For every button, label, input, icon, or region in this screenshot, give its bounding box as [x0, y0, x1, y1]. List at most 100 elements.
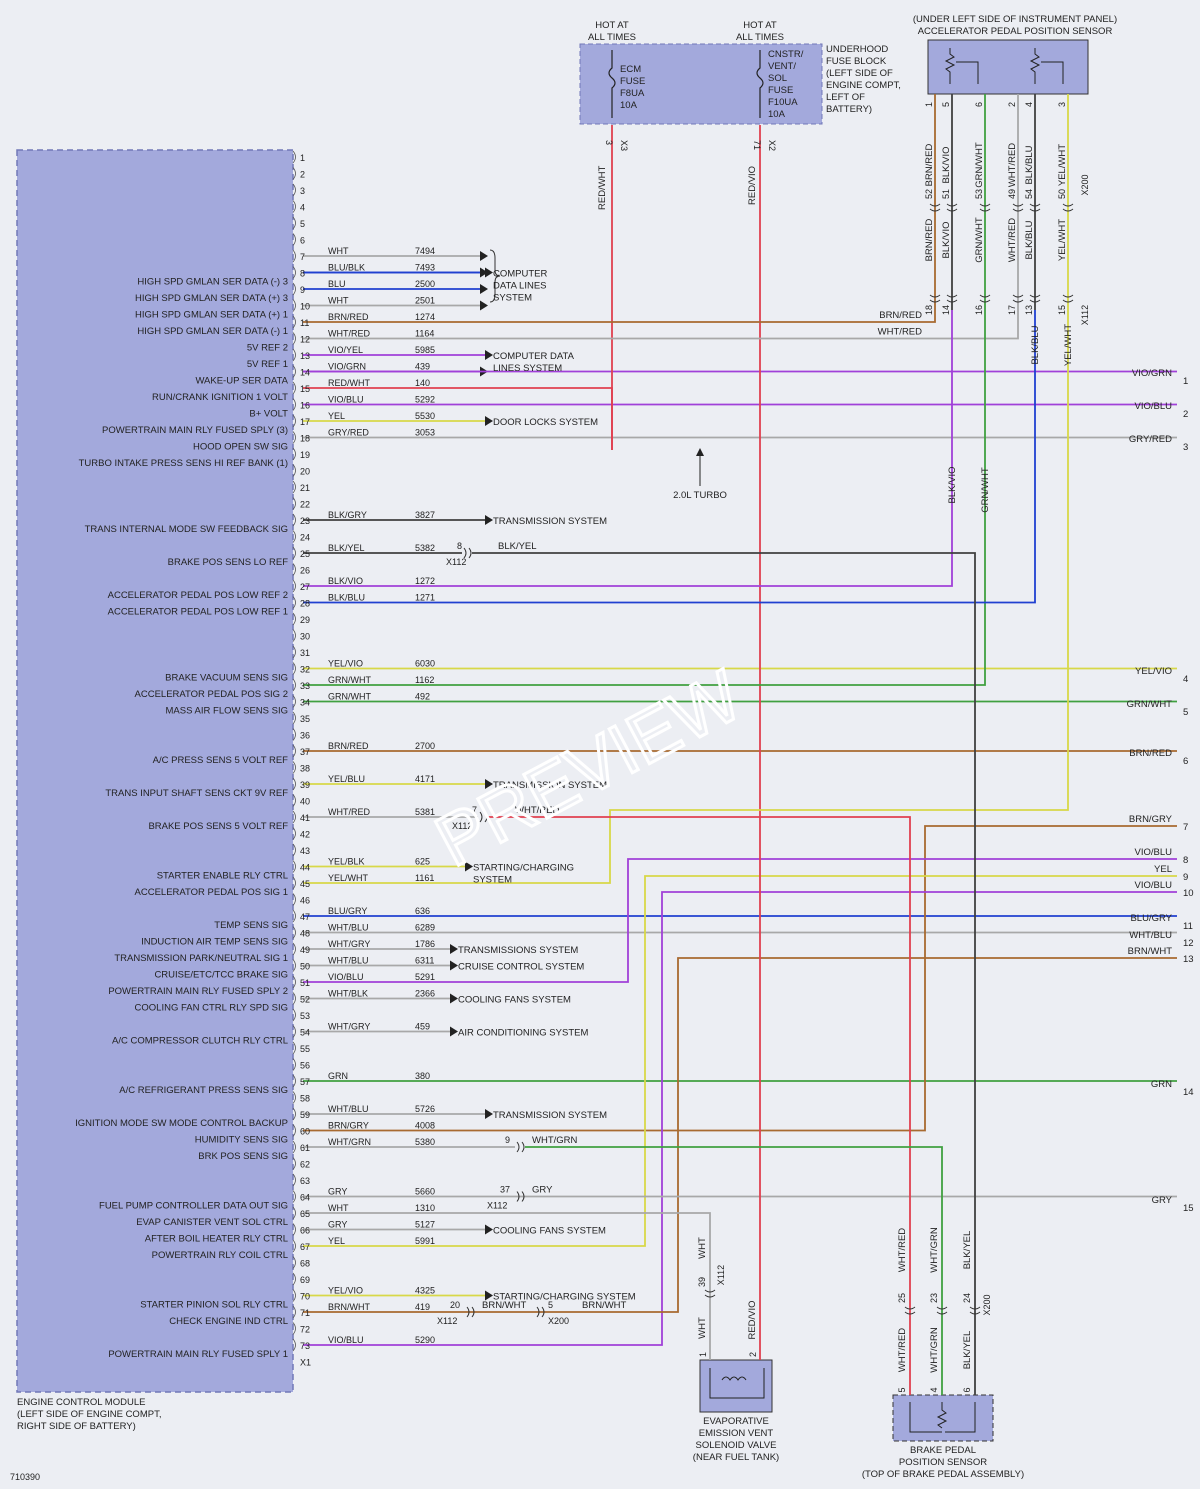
right-connector-pin: 7 [1183, 822, 1188, 833]
pin-bracket-icon [292, 711, 296, 725]
fuse-ecm-label: ECM [620, 64, 641, 75]
bpps-x200-pin: 25 [897, 1293, 907, 1303]
pin-bracket-icon [292, 959, 296, 972]
right-wire-color: VIO/BLU [1135, 401, 1173, 412]
circuit-number: 459 [415, 1022, 430, 1032]
pin-bracket-icon [292, 1124, 296, 1137]
ecm-pin-label: RUN/CRANK IGNITION 1 VOLT [152, 392, 288, 403]
ecm-pin-label: A/C COMPRESSOR CLUTCH RLY CTRL [112, 1036, 288, 1047]
fuse-block-desc: (LEFT SIDE OF [826, 68, 893, 79]
circuit-number: 5291 [415, 972, 435, 982]
circuit-number: 5985 [415, 345, 435, 355]
pin-bracket-icon [292, 530, 296, 543]
circuit-number: 1164 [415, 329, 434, 339]
fuse-cnstr-label: 10A [768, 109, 786, 120]
app-x112-pin: 13 [1024, 305, 1034, 315]
wire-color-label: BLK/YEL [328, 543, 365, 553]
fuse-ecm-label: FUSE [620, 76, 645, 87]
watermark: PREVIEW [423, 656, 754, 883]
ecm-pin-label: HIGH SPD GMLAN SER DATA (+) 1 [135, 310, 288, 321]
right-wire-color: YEL/VIO [1135, 666, 1172, 677]
ecm-pin-label: TRANS INPUT SHAFT SENS CKT 9V REF [105, 788, 288, 799]
ecm-pin-label: STARTER PINION SOL RLY CTRL [140, 1300, 288, 1311]
ecm-pin-label: WAKE-UP SER DATA [195, 376, 288, 387]
ecm-pin-number: 3 [300, 186, 305, 196]
wire-color-label: YEL/BLK [328, 857, 365, 867]
pin-bracket-icon [292, 1272, 296, 1286]
app-route-label: BLK/BLU [1030, 325, 1041, 364]
fuse-block [579, 43, 823, 125]
fuse-block-desc: BATTERY) [826, 104, 872, 115]
ecm-pin-number: 6 [300, 236, 305, 246]
ecm-pin-label: TRANSMISSION PARK/NEUTRAL SIG 1 [114, 953, 288, 964]
pin-bracket-icon [292, 315, 296, 329]
ecm-pin-number: 56 [300, 1061, 310, 1071]
circuit-number: 5127 [415, 1220, 435, 1230]
pin-bracket-icon [292, 1206, 296, 1220]
bpps-connector-icon [904, 1306, 916, 1315]
ecm-pin-number: 2 [300, 170, 305, 180]
circuit-number: 1162 [415, 675, 434, 685]
wire-color-label: WHT/BLU [328, 956, 369, 966]
pin-bracket-icon [292, 860, 296, 873]
pin-bracket-icon [292, 695, 296, 708]
hot-at-all-times-1: ALL TIMES [588, 32, 636, 43]
right-connector-pin: 3 [1183, 442, 1188, 453]
ecm-pin-number: 60 [300, 1127, 310, 1137]
right-connector-pin: 11 [1183, 921, 1193, 932]
app-route-label: BLK/VIO [947, 467, 958, 504]
inline-color: WHT/RED [515, 805, 559, 816]
app-pin: 6 [974, 102, 984, 107]
pin-bracket-icon [292, 1322, 296, 1335]
wire-evap-vent [303, 1212, 711, 1360]
ecm-pin-number: 71 [300, 1308, 310, 1318]
pin-bracket-icon [292, 1289, 296, 1302]
circuit-number: 3053 [415, 428, 435, 438]
pin-bracket-icon [292, 827, 296, 840]
circuit-number: 2700 [415, 741, 435, 751]
circuit-number: 1274 [415, 312, 435, 322]
ecm-pin-number: 1 [300, 153, 305, 163]
pin-bracket-icon [292, 761, 296, 774]
data-bus-arrow-icon [480, 267, 488, 278]
turbo-arrow-icon [696, 448, 704, 456]
app-sensor-block [927, 39, 1089, 95]
app-connector-icon [1062, 203, 1074, 212]
ecm-pin-number: 29 [300, 615, 310, 625]
data-bus-arrow-icon [480, 284, 488, 294]
app-connector-icon [929, 294, 941, 303]
pin-bracket-icon [292, 843, 296, 857]
app-x112-connector: X112 [1080, 305, 1090, 325]
ecm-pin-label: TRANS INTERNAL MODE SW FEEDBACK SIG [85, 524, 288, 535]
ecm-pin-number: 26 [300, 566, 310, 576]
pin-bracket-icon [292, 348, 296, 362]
ecm-pin-number: 38 [300, 764, 310, 774]
wire-color-label: WHT/RED [328, 329, 370, 339]
circuit-number: 439 [415, 362, 430, 372]
pin-bracket-icon [292, 546, 296, 560]
system-label: STARTING/CHARGING SYSTEM [493, 1292, 636, 1303]
app-x112-pin: 16 [974, 305, 984, 315]
app-wire-color-lower: BLK/BLU [1024, 220, 1035, 259]
system-arrow-icon [450, 1026, 458, 1037]
pin-bracket-icon [292, 398, 296, 411]
ecm-pin-number: 10 [300, 302, 310, 312]
wire-color-label: VIO/BLU [328, 1335, 364, 1345]
app-x200-connector: X200 [1080, 174, 1090, 195]
app-wire-color: YEL/WHT [1057, 144, 1068, 186]
inline-pin: 8 [457, 541, 462, 551]
fuse-connector: X2 [767, 140, 777, 151]
ecm-pin-label: BRAKE POS SENS LO REF [168, 557, 289, 568]
circuit-number: 5290 [415, 1335, 435, 1345]
wire-wht-red-bpps [488, 816, 911, 1395]
system-label: TRANSMISSION SYSTEM [493, 516, 607, 527]
app-x200-pin: 50 [1057, 189, 1067, 199]
pin-bracket-icon [292, 596, 296, 609]
app-x112-pin: 17 [1007, 305, 1017, 315]
ecm-pin-label: HOOD OPEN SW SIG [193, 442, 288, 453]
hot-at-all-times-2: HOT AT [743, 20, 777, 31]
pin-bracket-icon [292, 678, 296, 692]
wire-color-label: YEL/VIO [328, 1286, 363, 1296]
ecm-pin-number: 21 [300, 483, 310, 493]
inline-pin: 37 [500, 1185, 510, 1195]
